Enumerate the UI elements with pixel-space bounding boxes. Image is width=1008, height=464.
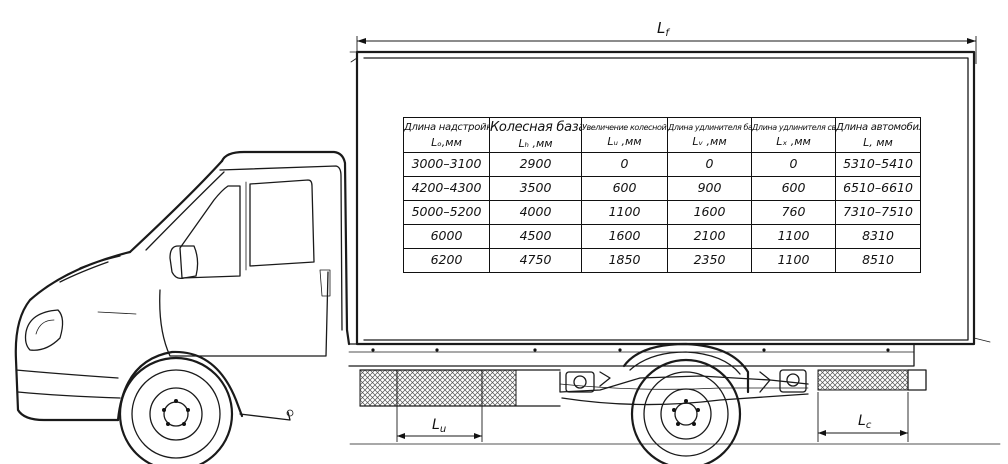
table-cell: 4500 [489, 224, 582, 249]
table-cell: 4200–4300 [403, 176, 490, 201]
rear-suspension [559, 369, 809, 406]
table-cell: 6000 [403, 224, 490, 249]
table-row: 6000 4500 1600 2100 1100 8310 [403, 224, 921, 249]
dimension-lu-label: Lu [432, 417, 446, 435]
table-cell: 600 [751, 176, 836, 201]
table-row: 3000–3100 2900 0 0 0 5310–5410 [403, 152, 921, 177]
table-cell: 6510–6610 [835, 176, 921, 201]
dimension-lu: Lu [396, 406, 483, 442]
table-cell: 8310 [835, 224, 921, 249]
table-cell: 1600 [581, 224, 668, 249]
cargo-box [348, 50, 991, 367]
rear-wheel [622, 342, 750, 464]
cab [14, 150, 351, 422]
table-cell: 6200 [403, 248, 490, 273]
table-cell: 1600 [667, 200, 752, 225]
header-cell: Длина автомобиляL, мм [835, 117, 921, 153]
frame-extensions [359, 369, 927, 407]
table-row: 5000–5200 4000 1100 1600 760 7310–7510 [403, 200, 921, 225]
dimension-lf-label: Lf [657, 19, 670, 39]
table-cell: 900 [667, 176, 752, 201]
table-cell: 2350 [667, 248, 752, 273]
table-cell: 5000–5200 [403, 200, 490, 225]
header-cell: Длина удлинителя свесаLₓ ,мм [751, 117, 836, 153]
table-cell: 2100 [667, 224, 752, 249]
table-row: 4200–4300 3500 600 900 600 6510–6610 [403, 176, 921, 201]
table-cell: 3500 [489, 176, 582, 201]
table-cell: 1100 [751, 248, 836, 273]
table-cell: 4000 [489, 200, 582, 225]
table-cell: 600 [581, 176, 668, 201]
table-cell: 1850 [581, 248, 668, 273]
dimension-lc-label: Lc [858, 413, 872, 431]
table-cell: 5310–5410 [835, 152, 921, 177]
header-cell: Увеличение колесной базыLᵤ ,мм [581, 117, 668, 153]
table-cell: 1100 [581, 200, 668, 225]
table-cell: 2900 [489, 152, 582, 177]
table-cell: 760 [751, 200, 836, 225]
table-row: 6200 4750 1850 2350 1100 8510 [403, 248, 921, 273]
dimension-lf: Lf [356, 19, 977, 64]
table-cell: 1100 [751, 224, 836, 249]
table-cell: 7310–7510 [835, 200, 921, 225]
table-cell: 8510 [835, 248, 921, 273]
dimension-lc: Lc [817, 392, 909, 442]
table-cell: 0 [667, 152, 752, 177]
table-cell: 3000–3100 [403, 152, 490, 177]
table-cell: 0 [581, 152, 668, 177]
header-cell: Длина удлинителя базыLᵥ ,мм [667, 117, 752, 153]
table-cell: 4750 [489, 248, 582, 273]
table-cell: 0 [751, 152, 836, 177]
front-wheel [116, 350, 244, 464]
